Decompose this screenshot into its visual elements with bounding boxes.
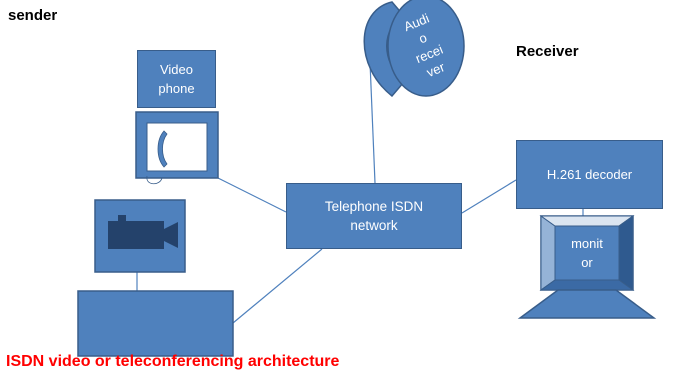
link-videophone-network [217,177,287,213]
isdn-network-label: Telephone ISDN network [324,199,424,233]
pc-box [77,290,234,357]
receiver-label: Receiver [516,43,579,60]
decoder-label: H.261 decoder [546,167,633,182]
link-pc-network [232,248,323,324]
audio-receiver-shape [363,0,465,98]
diagram-caption: ISDN video or teleconferencing architect… [6,353,340,370]
monitor-label: monit or [555,226,619,280]
audio-receiver-ellipse [387,0,465,97]
link-audio-network [369,61,376,184]
videophone-screen [135,111,219,185]
video-camera-icon [108,215,178,249]
camera-unit [94,199,186,273]
monitor-shape [517,215,657,319]
isdn-network-box: Telephone ISDN network [286,183,462,249]
sender-label: sender [8,7,58,24]
videophone-box: Video phone [137,50,216,108]
monitor-base [517,289,657,319]
monitor-label-text: monit or [571,236,603,270]
handset-cord [146,175,163,185]
videophone-label: Video phone [158,62,195,96]
telephone-handset-icon [157,130,168,168]
link-network-decoder [461,179,517,214]
decoder-box: H.261 decoder [516,140,663,209]
